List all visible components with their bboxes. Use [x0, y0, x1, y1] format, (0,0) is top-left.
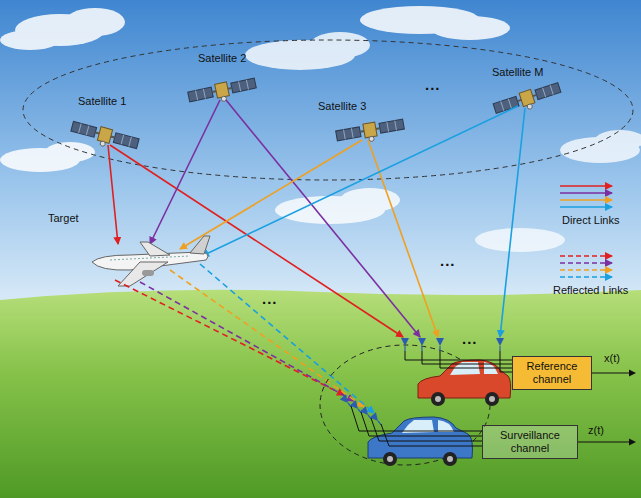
reference-antennas	[401, 338, 504, 351]
satellite-label: Satellite M	[492, 66, 543, 78]
reference-channel-box: Reference channel	[512, 356, 592, 390]
feed-line	[381, 424, 389, 446]
output-arrow	[578, 441, 630, 442]
feed-line	[422, 364, 512, 365]
direct-links	[108, 100, 525, 337]
feed-line	[359, 431, 482, 432]
legend-text: Direct Links	[562, 214, 619, 226]
ground	[0, 290, 641, 498]
satellite-group-outline	[23, 40, 633, 180]
reflected-links	[115, 264, 374, 413]
feed-line	[500, 351, 501, 372]
legend-text: Reflected Links	[553, 284, 628, 296]
feed-line	[351, 406, 359, 431]
ellipsis: ...	[440, 252, 456, 269]
feed-line	[440, 351, 441, 368]
feed-line	[361, 412, 369, 436]
satellites	[69, 76, 563, 155]
surveillance-antennas	[340, 394, 384, 427]
output-arrowhead	[629, 370, 636, 377]
channel-name: Reference channel	[527, 360, 578, 385]
legend-samples	[560, 186, 612, 277]
feed-line	[422, 351, 423, 364]
feed-line	[405, 351, 406, 360]
satellite-label: Satellite 2	[198, 52, 246, 64]
output-arrowhead	[629, 439, 636, 446]
ellipsis: ...	[462, 330, 478, 347]
target-label: Target	[48, 212, 79, 224]
ellipsis: ...	[425, 76, 441, 93]
feed-line	[389, 446, 482, 447]
signal-name: x(t)	[604, 352, 620, 364]
feed-line	[500, 372, 512, 373]
target-aircraft	[92, 236, 210, 286]
surveillance-channel-box: Surveillance channel	[482, 425, 578, 459]
feed-line	[405, 360, 512, 361]
satellite-label: Satellite 1	[78, 95, 126, 107]
channel-name: Surveillance channel	[500, 429, 560, 454]
feed-line	[379, 441, 482, 442]
signal-name: z(t)	[588, 424, 604, 436]
output-arrow	[592, 372, 630, 373]
feed-line	[440, 368, 512, 369]
ellipsis: ...	[262, 290, 278, 307]
red-car	[418, 360, 511, 406]
satellite-label: Satellite 3	[318, 100, 366, 112]
feed-line	[371, 418, 379, 441]
receiver-area-outline	[320, 345, 490, 465]
